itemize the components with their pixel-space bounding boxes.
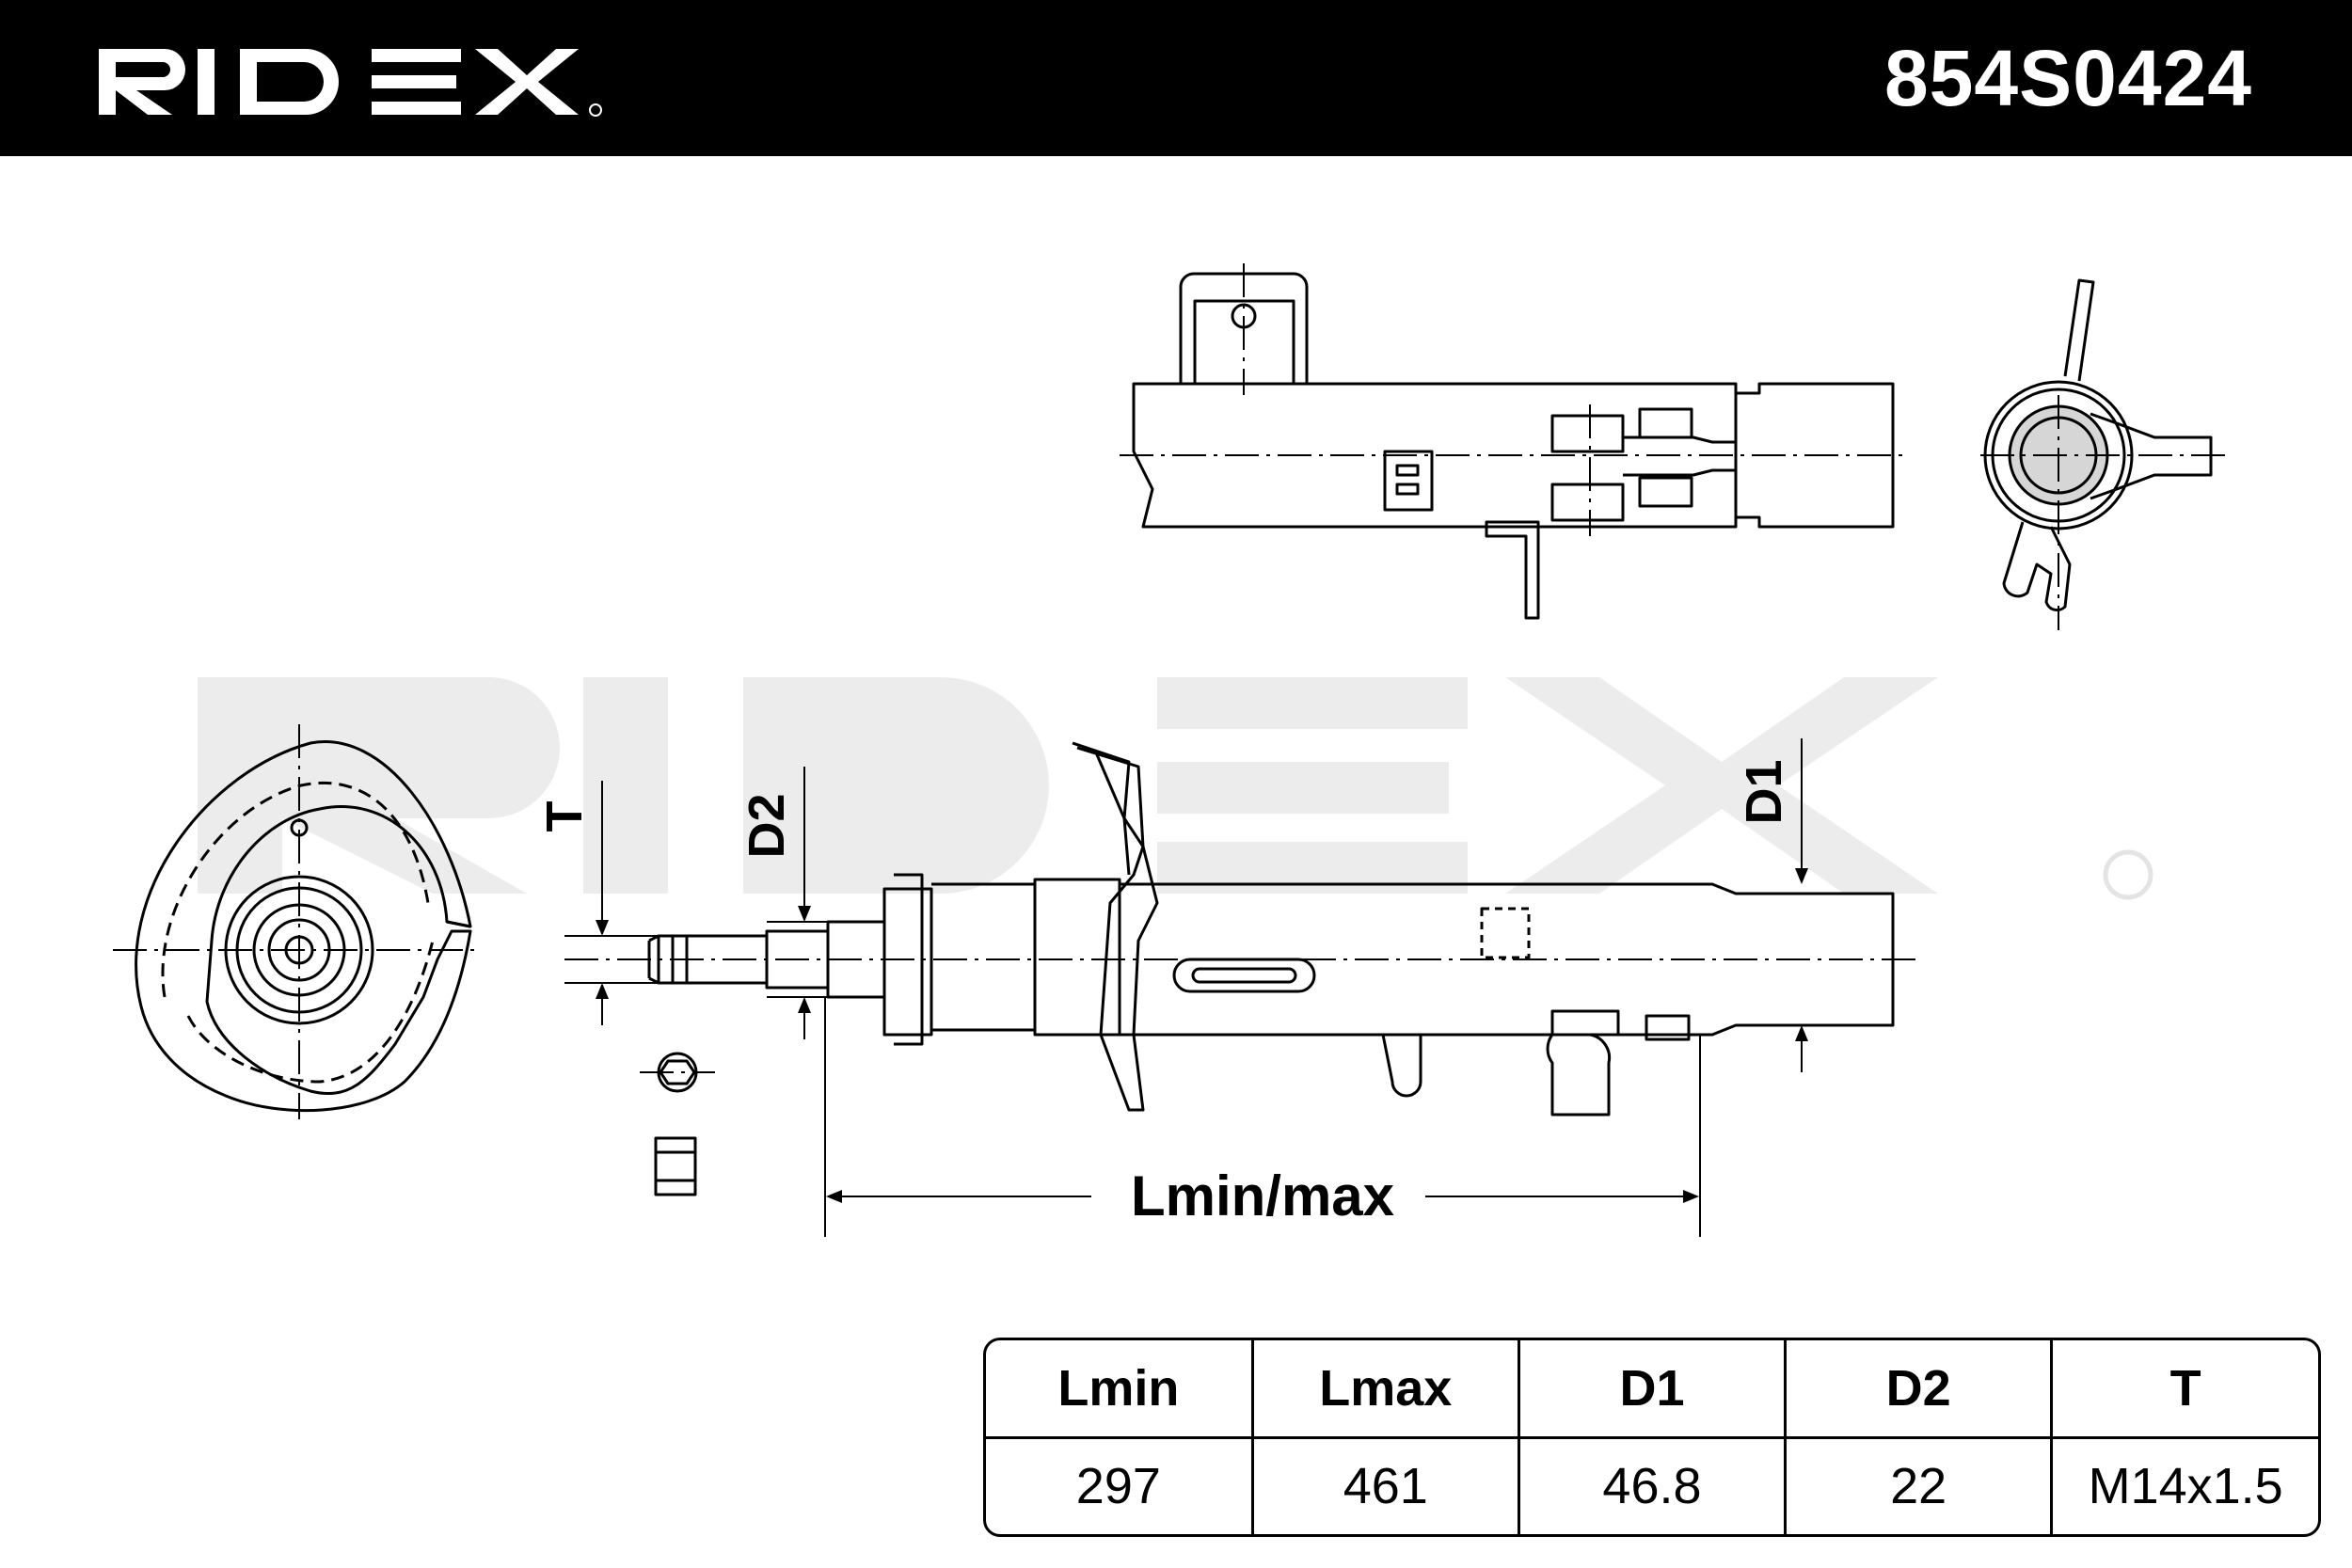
spec-table-value-row: 297 461 46.8 22 M14x1.5 [986,1437,2318,1534]
top-view-shock [1132,272,1895,620]
center-lines [113,263,2230,1119]
value-d2: 22 [1785,1437,2054,1534]
header-bar: 854S0424 [0,0,2352,156]
spec-table: Lmin Lmax D1 D2 T 297 461 46.8 22 M14x1.… [983,1338,2321,1537]
ridex-logo [99,49,602,117]
dim-label-length: Lmin/max [1131,1164,1394,1227]
value-lmin: 297 [986,1437,1254,1534]
ridex-watermark [198,677,2153,900]
part-number: 854S0424 [1883,34,2252,122]
header-t: T [2051,1340,2318,1439]
value-lmax: 461 [1252,1437,1520,1534]
value-d1: 46.8 [1518,1437,1788,1534]
dim-label-d1: D1 [1736,759,1792,824]
technical-drawing: T D2 D1 Lmin/max [113,263,2230,1237]
header-d2: D2 [1785,1340,2054,1439]
value-t: M14x1.5 [2088,1458,2283,1515]
end-view [1983,278,2213,611]
header-lmax: Lmax [1252,1340,1520,1439]
dim-label-t: T [536,801,593,832]
dimension-lines [564,738,1808,1237]
header-d1: D1 [1518,1340,1788,1439]
dim-label-d2: D2 [739,793,795,858]
spec-table-header-row: Lmin Lmax D1 D2 T [986,1340,2318,1439]
header-lmin: Lmin [986,1340,1254,1439]
nuts [654,1052,698,1196]
